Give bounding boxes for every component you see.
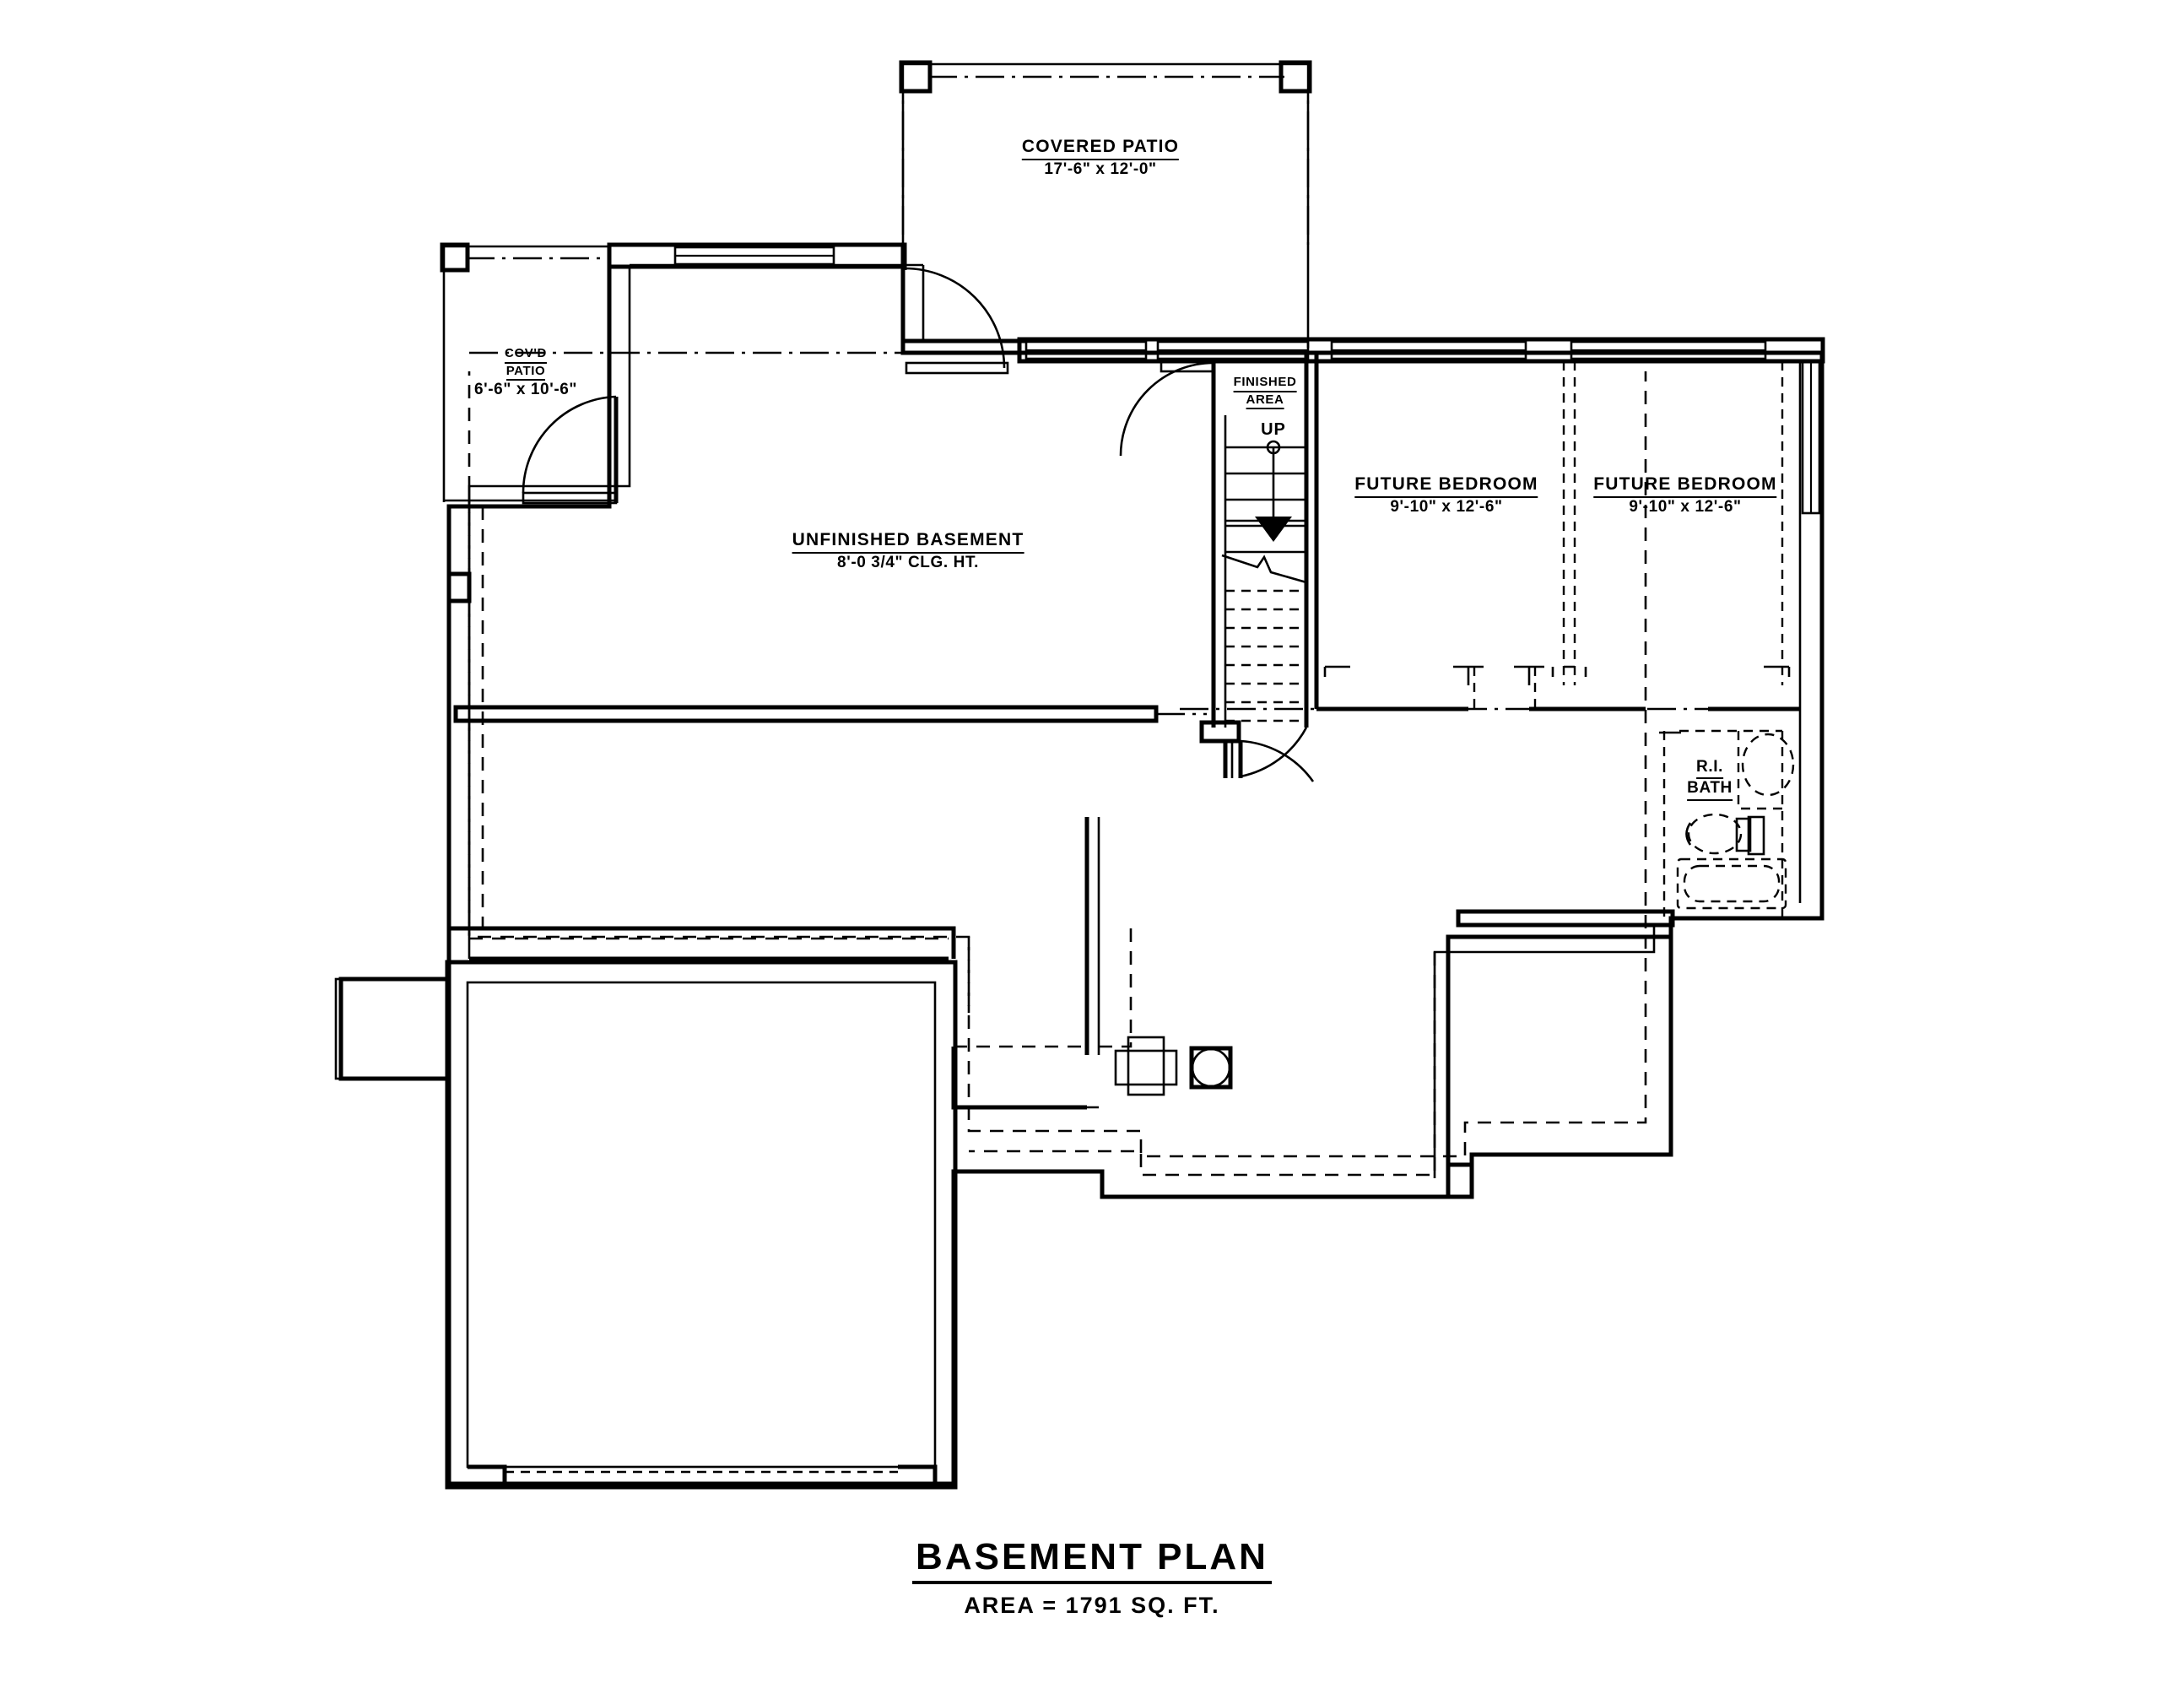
finished-area-line2: AREA — [1246, 392, 1284, 410]
stairway — [1199, 353, 1309, 778]
exterior-wall-outline — [338, 242, 1825, 1486]
stair-treads-dashed — [1225, 589, 1306, 722]
bath-walls — [1456, 729, 1784, 928]
water-heater-icon — [1189, 1046, 1233, 1090]
covd-patio-dimensions: 6'-6" x 10'-6" — [473, 381, 578, 399]
tub-icon — [1676, 858, 1787, 910]
mechanical-equipment — [1114, 1036, 1233, 1096]
window-top-left — [673, 246, 835, 266]
room-label-unfinished-basement: UNFINISHED BASEMENT 8'-0 3/4" CLG. HT. — [792, 530, 1024, 572]
covd-patio-outline — [440, 242, 616, 502]
stair-up-arrow — [1255, 440, 1292, 542]
footing-dashed-outline — [468, 371, 1647, 1158]
door-jamb-marks — [1323, 665, 1791, 685]
window-bedroom-2 — [1570, 340, 1767, 360]
garage-outline — [334, 926, 958, 1490]
covd-patio-name-line2: PATIO — [505, 364, 546, 381]
stair-treads-solid — [1225, 446, 1306, 554]
finished-area-walls — [1314, 353, 1800, 711]
ri-bath-line2: BATH — [1687, 779, 1733, 801]
lower-right-foundation — [954, 925, 1673, 1199]
interior-partition-mid — [951, 817, 1133, 1110]
covered-patio-dimensions: 17'-6" x 12'-0" — [1044, 160, 1157, 178]
doors — [522, 267, 1315, 782]
door-patio-to-basement — [902, 267, 1009, 375]
window-right — [1801, 360, 1821, 515]
ri-bath-line1: R.I. — [1696, 758, 1723, 780]
door-stair-bottom — [1238, 727, 1315, 782]
room-label-covd-patio: COV'D PATIO 6'-6" x 10'-6" — [474, 346, 577, 400]
future-bedroom-1-dimensions: 9'-10" x 12'-6" — [1390, 497, 1503, 516]
annotation-finished-area: FINISHED AREA — [1233, 375, 1297, 410]
left-footing-dashed — [468, 500, 484, 935]
future-bedroom-1-name: FUTURE BEDROOM — [1354, 474, 1538, 498]
structural-beam — [453, 705, 1207, 723]
covd-patio-name-line1: COV'D — [505, 346, 547, 364]
future-bedroom-2-name: FUTURE BEDROOM — [1593, 474, 1777, 498]
right-exterior-wall — [1798, 353, 1825, 918]
door-covd-patio — [522, 395, 619, 505]
furnace-icon — [1114, 1036, 1178, 1096]
window-band-b — [1156, 340, 1310, 360]
window-bedroom-1 — [1330, 340, 1527, 360]
covered-patio-outline — [899, 60, 1312, 348]
future-bedroom-2-dimensions: 9'-10" x 12'-6" — [1629, 497, 1742, 516]
room-label-covered-patio: COVERED PATIO 17'-6" x 12'-0" — [1021, 137, 1180, 179]
room-label-future-bedroom-1: FUTURE BEDROOM 9'-10" x 12'-6" — [1354, 474, 1538, 517]
window-band-a — [1024, 340, 1148, 360]
room-label-future-bedroom-2: FUTURE BEDROOM 9'-10" x 12'-6" — [1593, 474, 1777, 517]
stair-up-label: UP — [1261, 420, 1286, 441]
annotation-ri-bath: R.I. BATH — [1687, 758, 1733, 801]
covered-patio-name: COVERED PATIO — [1021, 137, 1180, 160]
top-exterior-wall — [607, 242, 1825, 364]
left-wall-jog — [449, 571, 472, 603]
unfinished-basement-ceiling-height: 8'-0 3/4" CLG. HT. — [837, 553, 979, 571]
stair-break-line — [1221, 554, 1307, 584]
bath-fixtures — [1676, 731, 1795, 910]
door-finished-area — [1119, 360, 1216, 457]
toilet-icon — [1685, 813, 1765, 856]
title-block: BASEMENT PLAN AREA = 1791 SQ. FT. — [0, 1536, 2184, 1619]
page-title: BASEMENT PLAN — [912, 1536, 1272, 1584]
unfinished-basement-name: UNFINISHED BASEMENT — [792, 530, 1024, 554]
sink-icon — [1737, 731, 1795, 810]
stair-direction-text: UP — [1261, 420, 1286, 439]
plan-area-note: AREA = 1791 SQ. FT. — [964, 1593, 1220, 1618]
finished-area-line1: FINISHED — [1233, 375, 1297, 392]
